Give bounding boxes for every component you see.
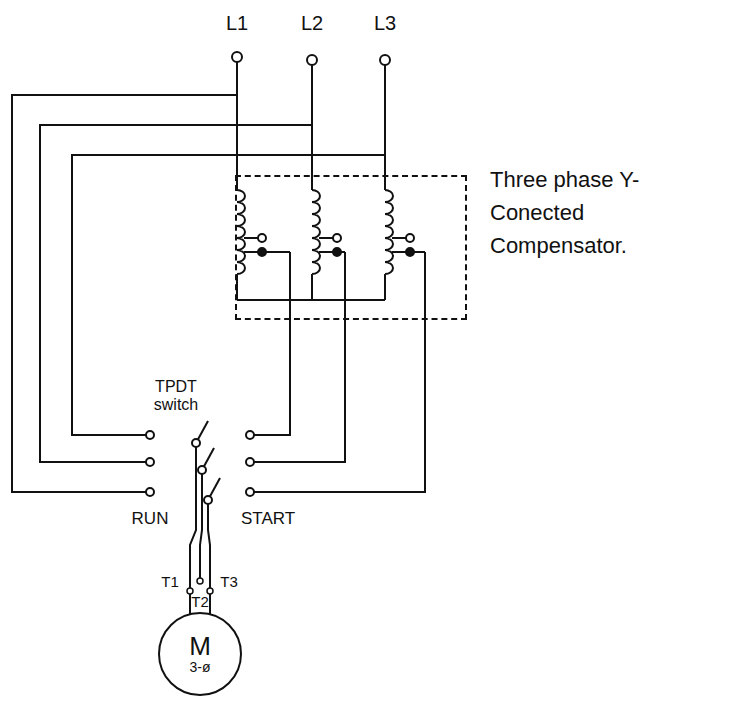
motor-lead bbox=[190, 447, 196, 588]
motor-lead bbox=[200, 474, 202, 578]
compensator-heading: Three phase Y-Conected Compensator. bbox=[490, 163, 726, 262]
blade-pivot bbox=[192, 439, 200, 447]
phase-note: 3-ø bbox=[190, 660, 211, 675]
compensator-box: Three phase Y-Conected Compensator. bbox=[235, 175, 467, 320]
coil bbox=[312, 190, 320, 275]
terminal-label: T2 bbox=[191, 594, 209, 611]
coil-windings bbox=[237, 190, 393, 275]
terminal-label: L1 bbox=[226, 12, 248, 34]
motor-lead bbox=[208, 504, 210, 588]
motor-terminal bbox=[197, 578, 203, 584]
blade-pivot bbox=[204, 496, 212, 504]
terminal-label: T3 bbox=[220, 574, 238, 591]
coil bbox=[385, 190, 393, 275]
switch-label: TPDT switch bbox=[146, 378, 206, 413]
position-label: START bbox=[241, 510, 295, 529]
motor-symbol: M bbox=[189, 633, 211, 660]
terminal-label: L2 bbox=[301, 12, 323, 34]
position-label: RUN bbox=[132, 510, 169, 529]
terminal-label: T1 bbox=[161, 574, 179, 591]
wires bbox=[12, 52, 425, 496]
coil bbox=[237, 190, 245, 275]
terminal bbox=[380, 55, 390, 65]
motor-circle: M3-ø bbox=[158, 612, 242, 696]
terminal bbox=[232, 52, 242, 62]
terminal bbox=[307, 55, 317, 65]
switch-blades bbox=[187, 421, 220, 617]
blade-pivot bbox=[198, 466, 206, 474]
terminal-label: L3 bbox=[374, 12, 396, 34]
